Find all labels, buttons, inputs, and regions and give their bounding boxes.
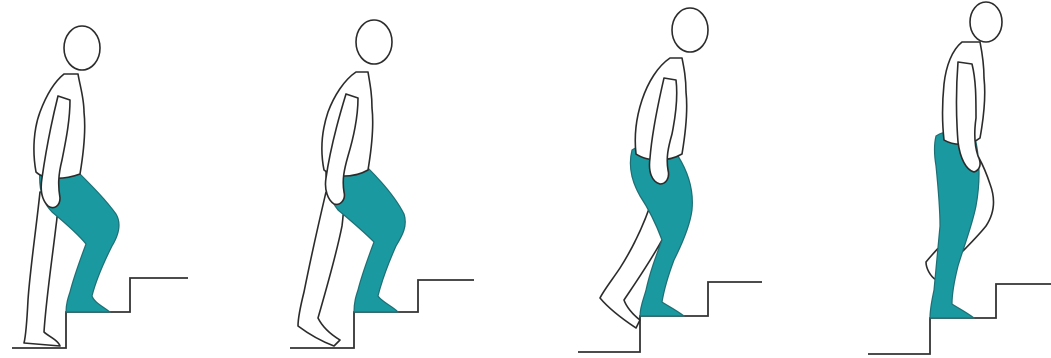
panel-3 — [578, 8, 762, 352]
panel-1 — [12, 26, 188, 348]
rear-leg-1 — [24, 192, 60, 346]
stairs-4 — [868, 284, 1051, 354]
panel-4 — [868, 2, 1051, 354]
panel-2 — [290, 20, 474, 348]
head-2 — [356, 20, 392, 64]
head-4 — [970, 2, 1002, 42]
head-3 — [672, 8, 708, 52]
rear-leg-2 — [298, 192, 344, 346]
head-1 — [64, 26, 100, 70]
